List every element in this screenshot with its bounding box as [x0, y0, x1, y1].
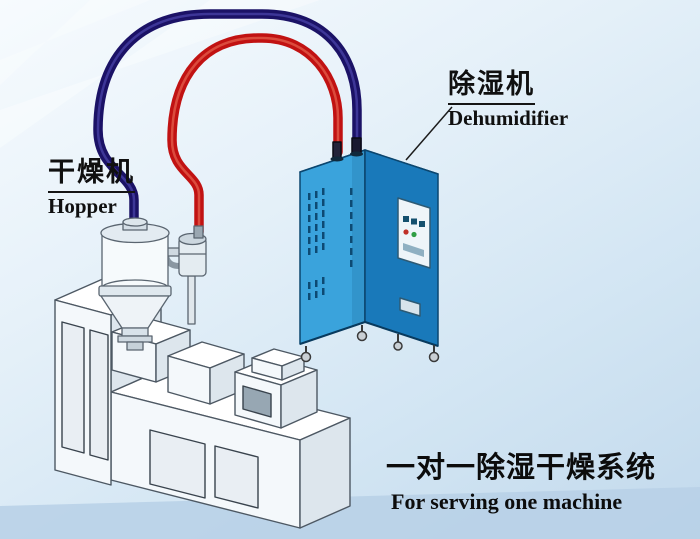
housing-panel — [242, 385, 272, 418]
display-slot — [403, 243, 424, 257]
caster-wheel — [300, 351, 312, 363]
base-end — [299, 417, 351, 529]
caster-wheel — [428, 351, 440, 363]
cabinet-door — [89, 329, 109, 461]
caption-zh: 一对一除湿干燥系统 — [386, 450, 657, 484]
supply-hose-fitting — [193, 225, 204, 239]
hose-stubs — [330, 137, 363, 162]
return-pipe-highlight — [96, 12, 359, 244]
neck-flange — [117, 335, 153, 343]
supply-pipe-highlight — [170, 36, 340, 234]
supply-air-pipe — [167, 33, 343, 237]
hopper-flange — [98, 285, 172, 297]
dehumidifier-label-en: Dehumidifier — [448, 105, 569, 130]
floor-band — [0, 487, 700, 539]
nameplate — [399, 297, 421, 317]
vent-slots — [308, 188, 353, 300]
hopper-label: 干燥机 Hopper — [48, 158, 135, 218]
return-air-pipe — [93, 9, 362, 247]
caption: 一对一除湿干燥系统 For serving one machine — [386, 444, 656, 515]
dehumidifier-leader-line — [405, 106, 453, 161]
blower-down-pipe — [187, 275, 196, 325]
supply-hose-stub — [332, 141, 342, 160]
cabinet-door — [61, 321, 85, 454]
housing-side — [280, 369, 318, 429]
caster-wheels — [300, 325, 440, 363]
power-indicator — [403, 229, 409, 235]
front-face-shade — [352, 150, 365, 326]
run-indicator — [411, 231, 417, 238]
base-door — [149, 429, 206, 499]
cone-neck — [121, 327, 149, 337]
feed-throat — [126, 341, 144, 351]
hopper-dryer — [98, 217, 207, 351]
dehumidifier-cabinet — [299, 137, 440, 363]
caster-wheel — [393, 341, 403, 351]
control-panel — [397, 197, 431, 317]
caption-en: For serving one machine — [391, 489, 623, 514]
extruder-machine — [54, 277, 351, 529]
lid-cap-top — [122, 217, 148, 227]
base-door — [214, 445, 259, 509]
dehumidifier-label-zh: 除湿机 — [448, 70, 535, 105]
bottom-edge — [299, 321, 439, 347]
caster-wheel — [356, 330, 368, 342]
hopper-label-zh: 干燥机 — [48, 158, 135, 193]
hopper-label-en: Hopper — [48, 193, 117, 218]
dehumidifier-label: 除湿机 Dehumidifier — [448, 70, 568, 130]
topbox-side — [281, 356, 305, 381]
